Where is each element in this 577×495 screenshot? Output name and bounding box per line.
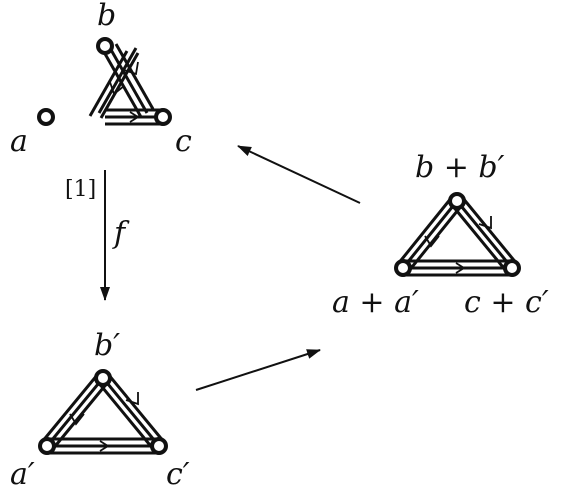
label-c-bottom: c′ xyxy=(166,457,190,492)
node-c-right xyxy=(503,259,521,277)
triangle-bottom: b′ a′ c′ xyxy=(10,328,190,492)
label-b-bottom: b′ xyxy=(94,328,120,363)
edge-ab-top xyxy=(88,47,140,119)
node-c-top xyxy=(154,108,172,126)
label-a-bottom: a′ xyxy=(10,457,35,492)
node-b-top xyxy=(96,37,114,55)
arrow-right-to-top xyxy=(237,145,361,204)
map-index-label: [1] xyxy=(65,177,96,202)
node-a-bottom xyxy=(38,437,56,455)
label-c-right: c + c′ xyxy=(464,285,549,320)
node-b-bottom xyxy=(94,369,112,387)
map-name-label: f xyxy=(112,216,130,251)
label-a-top: a xyxy=(10,124,28,159)
node-c-bottom xyxy=(150,437,168,455)
node-b-right xyxy=(448,192,466,210)
label-a-right: a + a′ xyxy=(332,285,419,320)
edge-ac-bottom xyxy=(47,437,159,455)
label-b-top: b xyxy=(97,0,116,33)
edge-bc-top xyxy=(102,43,155,118)
arrow-bottom-to-right xyxy=(195,349,321,391)
edge-ac-right xyxy=(403,259,512,277)
triangle-right: b + b′ a + a′ c + c′ xyxy=(332,150,549,320)
triangle-top: b a c xyxy=(10,0,192,159)
edge-ac-top xyxy=(105,108,163,126)
label-c-top: c xyxy=(175,124,192,159)
node-a-top xyxy=(37,108,55,126)
label-b-right: b + b′ xyxy=(415,150,505,185)
node-a-right xyxy=(394,259,412,277)
